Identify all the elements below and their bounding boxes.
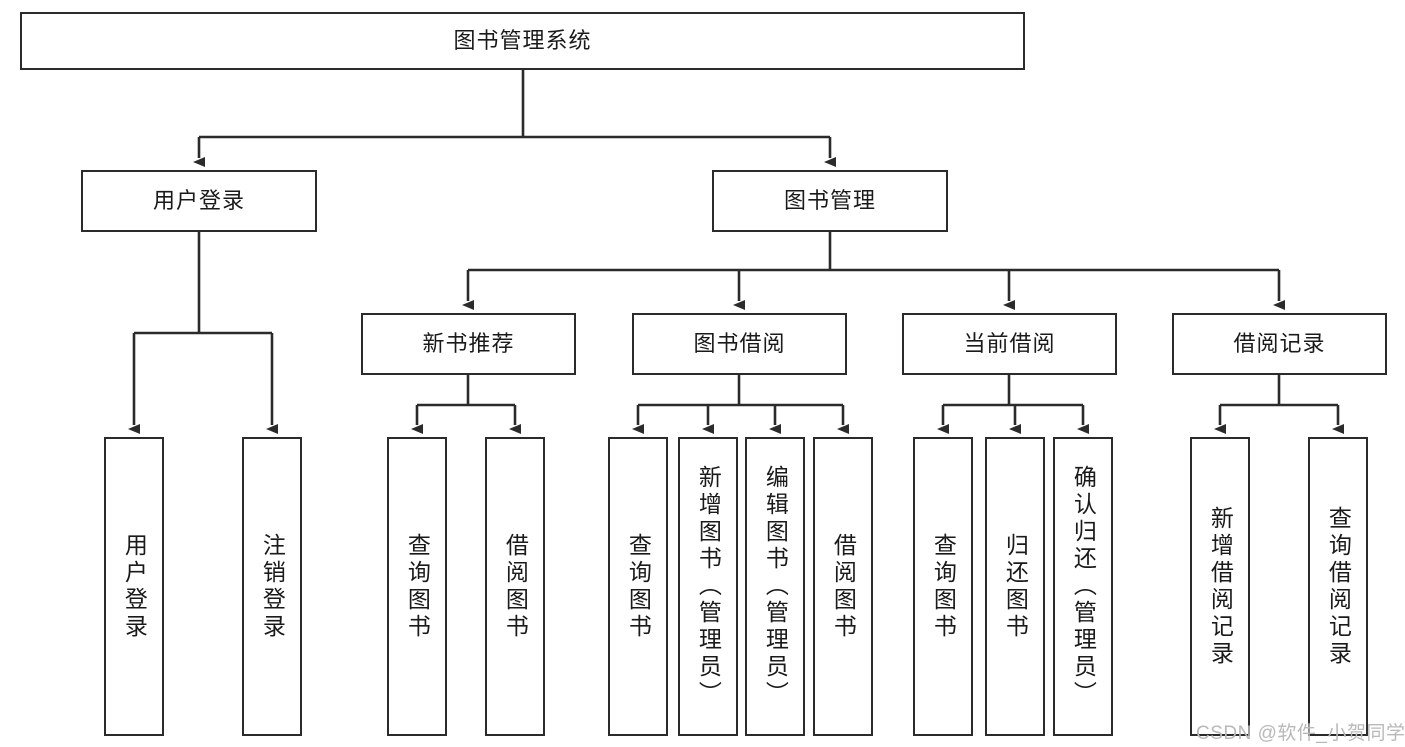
node-leaf-rec-query-label: 查询图书: [404, 532, 431, 641]
node-current-borrow[interactable]: 当前借阅: [902, 313, 1117, 375]
node-current-borrow-label: 当前借阅: [963, 331, 1056, 357]
node-new-book-rec-label: 新书推荐: [422, 331, 515, 357]
node-leaf-cur-query-label: 查询图书: [930, 532, 957, 641]
node-leaf-borrow-edit[interactable]: 编辑图书（管理员）: [745, 437, 805, 736]
node-leaf-rec-query2-label: 查询借阅记录: [1325, 505, 1352, 668]
node-borrow-record-label: 借阅记录: [1233, 331, 1326, 357]
node-leaf-cur-return[interactable]: 归还图书: [985, 437, 1045, 736]
node-user-login[interactable]: 用户登录: [81, 170, 317, 232]
node-leaf-rec-query2[interactable]: 查询借阅记录: [1308, 437, 1368, 736]
node-leaf-borrow-lend[interactable]: 借阅图书: [813, 437, 873, 736]
node-leaf-rec-add-label: 新增借阅记录: [1207, 505, 1234, 668]
node-leaf-borrow-add[interactable]: 新增图书（管理员）: [678, 437, 738, 736]
node-leaf-borrow-query-label: 查询图书: [625, 532, 652, 641]
node-user-login-label: 用户登录: [152, 188, 245, 214]
node-leaf-user-login-label: 用户登录: [121, 532, 148, 641]
node-borrow-record[interactable]: 借阅记录: [1172, 313, 1387, 375]
node-leaf-borrow-add-label: 新增图书（管理员）: [695, 465, 722, 708]
csdn-watermark: CSDN @软件_小贺同学: [1196, 723, 1405, 744]
node-leaf-cur-confirm-label: 确认归还（管理员）: [1070, 465, 1097, 708]
node-leaf-user-logout-label: 注销登录: [259, 532, 286, 641]
node-leaf-user-login[interactable]: 用户登录: [104, 437, 164, 736]
node-root-label: 图书管理系统: [453, 28, 592, 54]
node-leaf-rec-query[interactable]: 查询图书: [387, 437, 447, 736]
node-leaf-borrow-query[interactable]: 查询图书: [608, 437, 668, 736]
node-leaf-cur-query[interactable]: 查询图书: [913, 437, 973, 736]
node-book-borrow[interactable]: 图书借阅: [632, 313, 847, 375]
node-new-book-rec[interactable]: 新书推荐: [361, 313, 576, 375]
node-leaf-borrow-edit-label: 编辑图书（管理员）: [762, 465, 789, 708]
node-leaf-borrow-lend-label: 借阅图书: [830, 532, 857, 641]
node-book-manage-label: 图书管理: [783, 188, 876, 214]
node-leaf-cur-confirm[interactable]: 确认归还（管理员）: [1053, 437, 1113, 736]
node-root[interactable]: 图书管理系统: [20, 12, 1025, 70]
node-leaf-rec-borrow[interactable]: 借阅图书: [485, 437, 545, 736]
node-leaf-cur-return-label: 归还图书: [1002, 532, 1029, 641]
node-book-borrow-label: 图书借阅: [693, 331, 786, 357]
node-leaf-rec-borrow-label: 借阅图书: [502, 532, 529, 641]
node-leaf-rec-add[interactable]: 新增借阅记录: [1190, 437, 1250, 736]
node-leaf-user-logout[interactable]: 注销登录: [242, 437, 302, 736]
node-book-manage[interactable]: 图书管理: [712, 170, 948, 232]
